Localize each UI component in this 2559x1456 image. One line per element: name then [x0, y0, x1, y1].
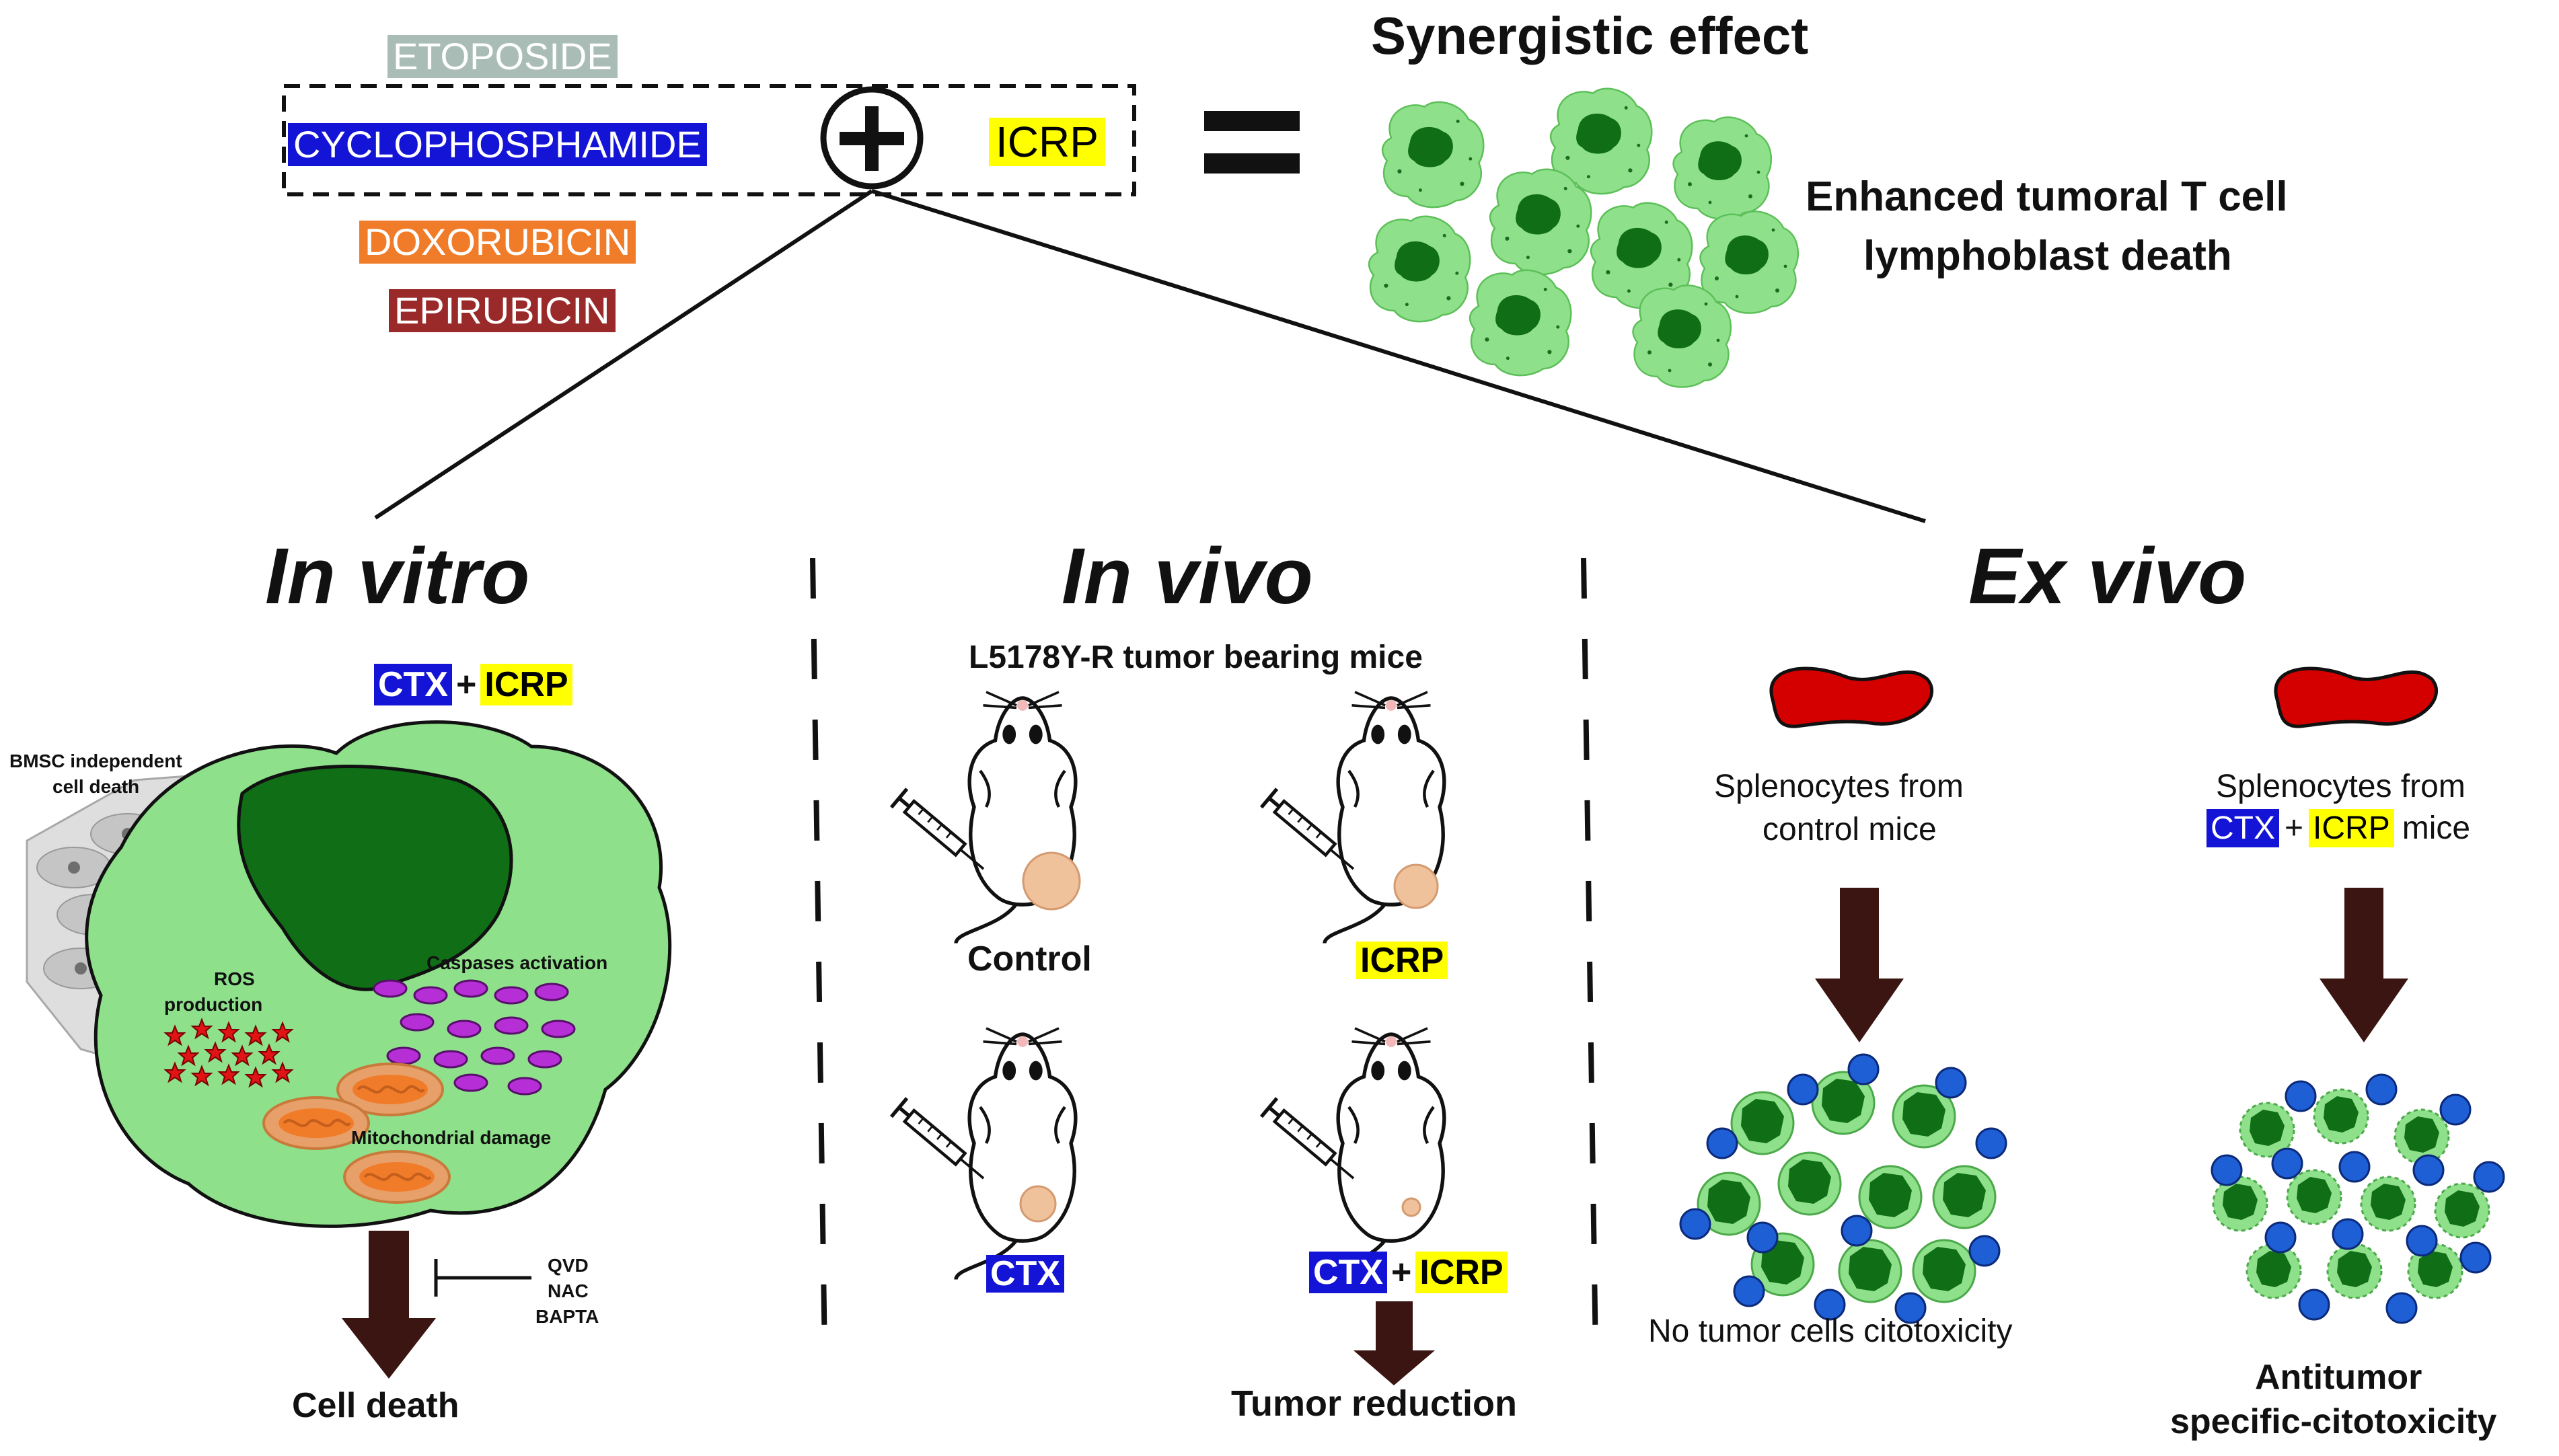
tumor-cluster-control: [1679, 1053, 2007, 1324]
ex-vivo-title: Ex vivo: [1968, 532, 2247, 621]
inhibitor-qvd: QVD: [548, 1255, 589, 1276]
mito-label: Mitochondrial damage: [351, 1127, 552, 1148]
plus-sign: +: [456, 665, 477, 704]
in-vivo-subtitle: L5178Y-R tumor bearing mice: [969, 640, 1423, 675]
drug-etoposide: ETOPOSIDE: [387, 35, 618, 78]
plus-sign: +: [1391, 1253, 1412, 1292]
inhibitor-nac: NAC: [548, 1280, 589, 1301]
mouse-ctx-icrp: [1261, 1028, 1444, 1280]
ex-vivo-right-outcome-line2: specific-citotoxicity: [2170, 1402, 2497, 1441]
label-ctx-icrp: CTX+ICRP: [1309, 1252, 1508, 1293]
in-vitro-treatment: CTX+ICRP: [374, 664, 572, 705]
spleen-icon: [1771, 668, 1932, 726]
plus-sign: +: [2285, 810, 2304, 846]
tumor-cluster-treated: [2211, 1073, 2505, 1324]
combo-icrp: ICRP: [989, 118, 1105, 166]
drug-cyclophosphamide: CYCLOPHOSPHAMIDE: [288, 123, 707, 166]
ex-vivo-right-line1: Splenocytes from: [2216, 769, 2465, 804]
caspases-label: Caspases activation: [426, 952, 608, 973]
mouse-control: [891, 692, 1081, 944]
arrow-down-icon: [342, 1231, 436, 1379]
synergy-result-line1: Enhanced tumoral T cell: [1806, 174, 2288, 220]
in-vitro-title: In vitro: [265, 532, 530, 621]
ex-vivo-left-outcome: No tumor cells citotoxicity: [1648, 1313, 2013, 1349]
ex-vivo-right-outcome-line1: Antitumor: [2255, 1358, 2422, 1397]
drug-epirubicin: EPIRUBICIN: [389, 289, 616, 332]
ros-label-line2: production: [164, 994, 263, 1015]
spleen-icon: [2276, 668, 2437, 726]
bmsc-label-line2: cell death: [52, 776, 140, 797]
tumor-cell-cluster: [1368, 87, 1800, 388]
ctx-badge: CTX: [2206, 809, 2279, 847]
mouse-icrp: [1261, 692, 1444, 944]
synergy-title: Synergistic effect: [1371, 6, 1809, 65]
in-vitro-outcome: Cell death: [292, 1386, 459, 1425]
icrp-badge: ICRP: [480, 664, 572, 705]
icrp-badge: ICRP: [1415, 1252, 1508, 1293]
inhibitor-bapta: BAPTA: [535, 1306, 599, 1327]
mice-text: mice: [2402, 810, 2471, 846]
arrow-down-icon: [2320, 888, 2408, 1042]
mouse-ctx: [891, 1028, 1076, 1280]
ctx-badge: CTX: [374, 664, 452, 705]
ex-vivo-left-line1: Splenocytes from: [1714, 769, 1964, 804]
label-control: Control: [967, 940, 1092, 979]
arrow-down-icon: [1353, 1301, 1435, 1385]
plus-icon: [820, 86, 924, 190]
ctx-badge: CTX: [1309, 1252, 1387, 1293]
synergy-result-line2: lymphoblast death: [1863, 233, 2232, 279]
tumor-cell-diagram: [85, 720, 672, 1228]
label-icrp: ICRP: [1356, 942, 1448, 979]
bmsc-label-line1: BMSC independent: [9, 751, 182, 771]
combination-box: [282, 84, 1136, 196]
in-vivo-title: In vivo: [1062, 532, 1313, 621]
ex-vivo-left-line2: control mice: [1763, 812, 1937, 847]
equals-icon: [1204, 111, 1300, 174]
icrp-badge: ICRP: [2309, 809, 2394, 847]
arrow-down-icon: [1815, 888, 1904, 1042]
label-ctx: CTX: [986, 1255, 1064, 1293]
drug-doxorubicin: DOXORUBICIN: [359, 221, 636, 264]
ros-label-line1: ROS: [214, 968, 255, 989]
in-vivo-outcome: Tumor reduction: [1231, 1383, 1517, 1424]
